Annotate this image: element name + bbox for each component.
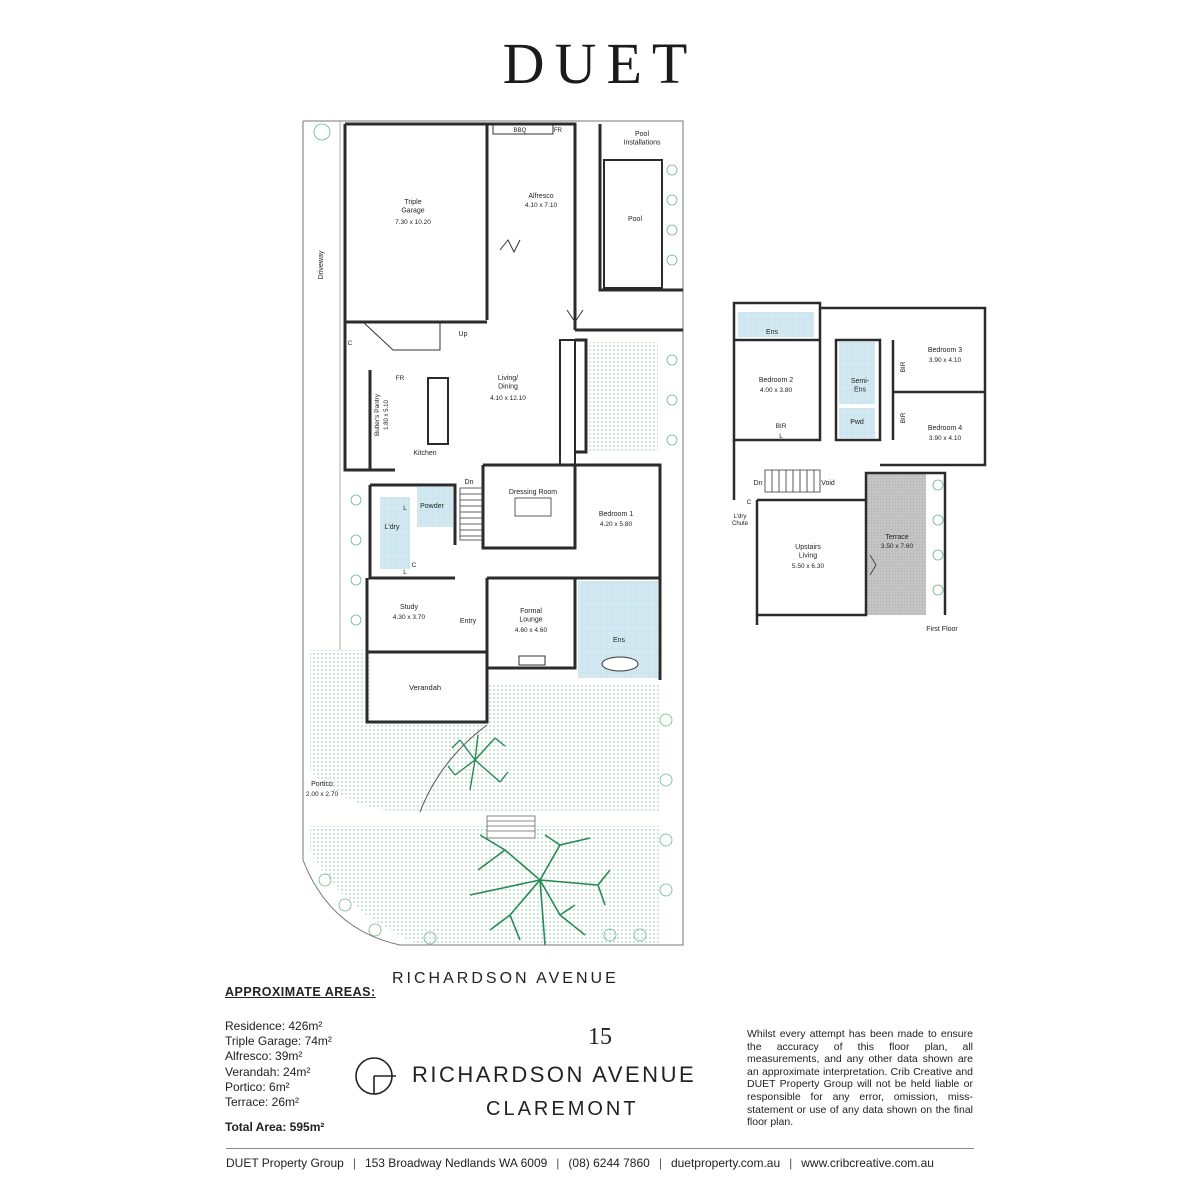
study-label: Study [400,604,418,611]
tree-icon [447,734,509,791]
living-dining-size: 4.10 x 12.10 [490,395,526,402]
area-item-alfresco: Alfresco: 39m² [225,1049,303,1064]
shrubs [313,123,678,945]
disclaimer-text: Whilst every attempt has been made to en… [747,1028,973,1129]
formal-lounge-size: 4.60 x 4.60 [515,627,548,634]
powder-upper-tiles [839,408,875,438]
driveway-label: Driveway [318,250,325,279]
powder-tiles [417,487,453,527]
verandah-label: Verandah [409,683,441,692]
bir-b3-label: BIR [900,361,907,372]
terrace-label: Terrace [885,534,908,541]
total-area: Total Area: 595m² [225,1120,325,1134]
ensuite-ground-label: Ens [613,637,626,644]
street-label: RICHARDSON AVENUE [392,970,619,987]
footer-divider [226,1148,974,1149]
powder-label: Powder [420,503,444,510]
bedroom2-label: Bedroom 2 [759,377,793,384]
approximate-areas-heading: APPROXIMATE AREAS: [225,985,376,999]
butlers-pantry-size: 1.80 x 5.10 [384,399,390,429]
ldry-label: L'dry [385,524,400,531]
address-street: RICHARDSON AVENUE [412,1062,697,1087]
footer-address: 153 Broadway Nedlands WA 6009 [364,1156,548,1170]
footer: DUET Property Group|153 Broadway Nedland… [226,1156,934,1170]
bbq-label: BBQ [514,128,527,134]
front-garden [310,826,660,945]
bedroom1-label: Bedroom 1 [599,511,633,518]
bedroom3-label: Bedroom 3 [928,347,962,354]
area-item-portico: Portico: 6m² [225,1079,290,1094]
area-item-residence: Residence: 426m² [225,1019,323,1033]
courtyard-garden [586,342,658,452]
bedroom2-size: 4.00 x 3.80 [760,387,793,394]
area-item-terrace: Terrace: 26m² [225,1095,300,1110]
c-kitchen-label: C [348,340,353,347]
upper-ensuite-label: Ens [766,329,779,336]
brand-logo-text: DUET [502,31,698,96]
upper-ensuite-tiles [738,312,814,337]
kitchen-label: Kitchen [413,450,436,457]
bedroom1-size: 4.20 x 5.80 [600,521,633,528]
front-lawn [310,650,660,813]
semi-ensuite-tiles [839,342,875,404]
l-ldry-label: L [403,505,407,512]
terrace-size: 3.50 x 7.60 [881,543,914,550]
footer-website-link[interactable]: duetproperty.com.au [670,1156,781,1170]
portico-size: 2.00 x 2.70 [306,791,339,798]
footer-company: DUET Property Group [226,1156,344,1170]
bir-b4-label: BIR [900,412,907,423]
fr-alfresco-label: FR [554,128,563,134]
first-floor-plan: Ens Bedroom 2 4.00 x 3.80 BIR L Semi-Ens… [732,301,987,633]
entry-label: Entry [460,618,477,625]
portico-label: Portico [311,781,333,788]
first-floor-label: First Floor [926,626,958,633]
upper-c-label: C [747,499,752,506]
dn-label: Dn [465,479,474,486]
upper-dn-label: Dn [754,480,763,487]
alfresco-size: 4.10 x 7.10 [525,202,558,209]
up-label: Up [459,331,468,338]
butlers-pantry-label: Butler's Pantry [374,393,381,436]
address-number: 15 [588,1024,612,1050]
semi-ens-label: Semi-Ens [851,378,870,393]
garage-size: 7.30 x 10.20 [395,219,431,226]
bir-b2-label: BIR [776,423,787,430]
bedroom3-size: 3.90 x 4.10 [929,357,962,364]
l-ldry2-label: L [403,569,407,576]
large-tree-icon [469,834,611,946]
laundry-tiles [380,497,410,569]
address-suburb: CLAREMONT [486,1098,639,1120]
fr-kitchen-label: FR [396,375,405,382]
upstairs-living-size: 5.50 x 6.30 [792,563,825,570]
approximate-areas-list: Residence: 426m² Triple Garage: 74m² Alf… [225,1019,332,1110]
c-ldry-label: C [412,562,417,569]
area-item-garage: Triple Garage: 74m² [225,1034,332,1049]
void-label: Void [821,480,835,487]
pwd-label: Pwd [850,419,864,426]
study-size: 4.30 x 3.70 [393,614,426,621]
pool-label: Pool [628,216,642,223]
bedroom4-label: Bedroom 4 [928,425,962,432]
l-b2-label: L [779,433,783,440]
footer-credit-link[interactable]: www.cribcreative.com.au [801,1156,934,1170]
living-dining-label: Living/Dining [498,375,518,390]
duet-circle-logo-icon [355,1057,396,1095]
terrace-area [866,473,926,615]
dressing-room-label: Dressing Room [509,489,557,496]
bedroom4-size: 3.90 x 4.10 [929,435,962,442]
footer-phone: (08) 6244 7860 [568,1156,650,1170]
area-item-verandah: Verandah: 24m² [225,1064,311,1079]
alfresco-label: Alfresco [528,193,553,200]
